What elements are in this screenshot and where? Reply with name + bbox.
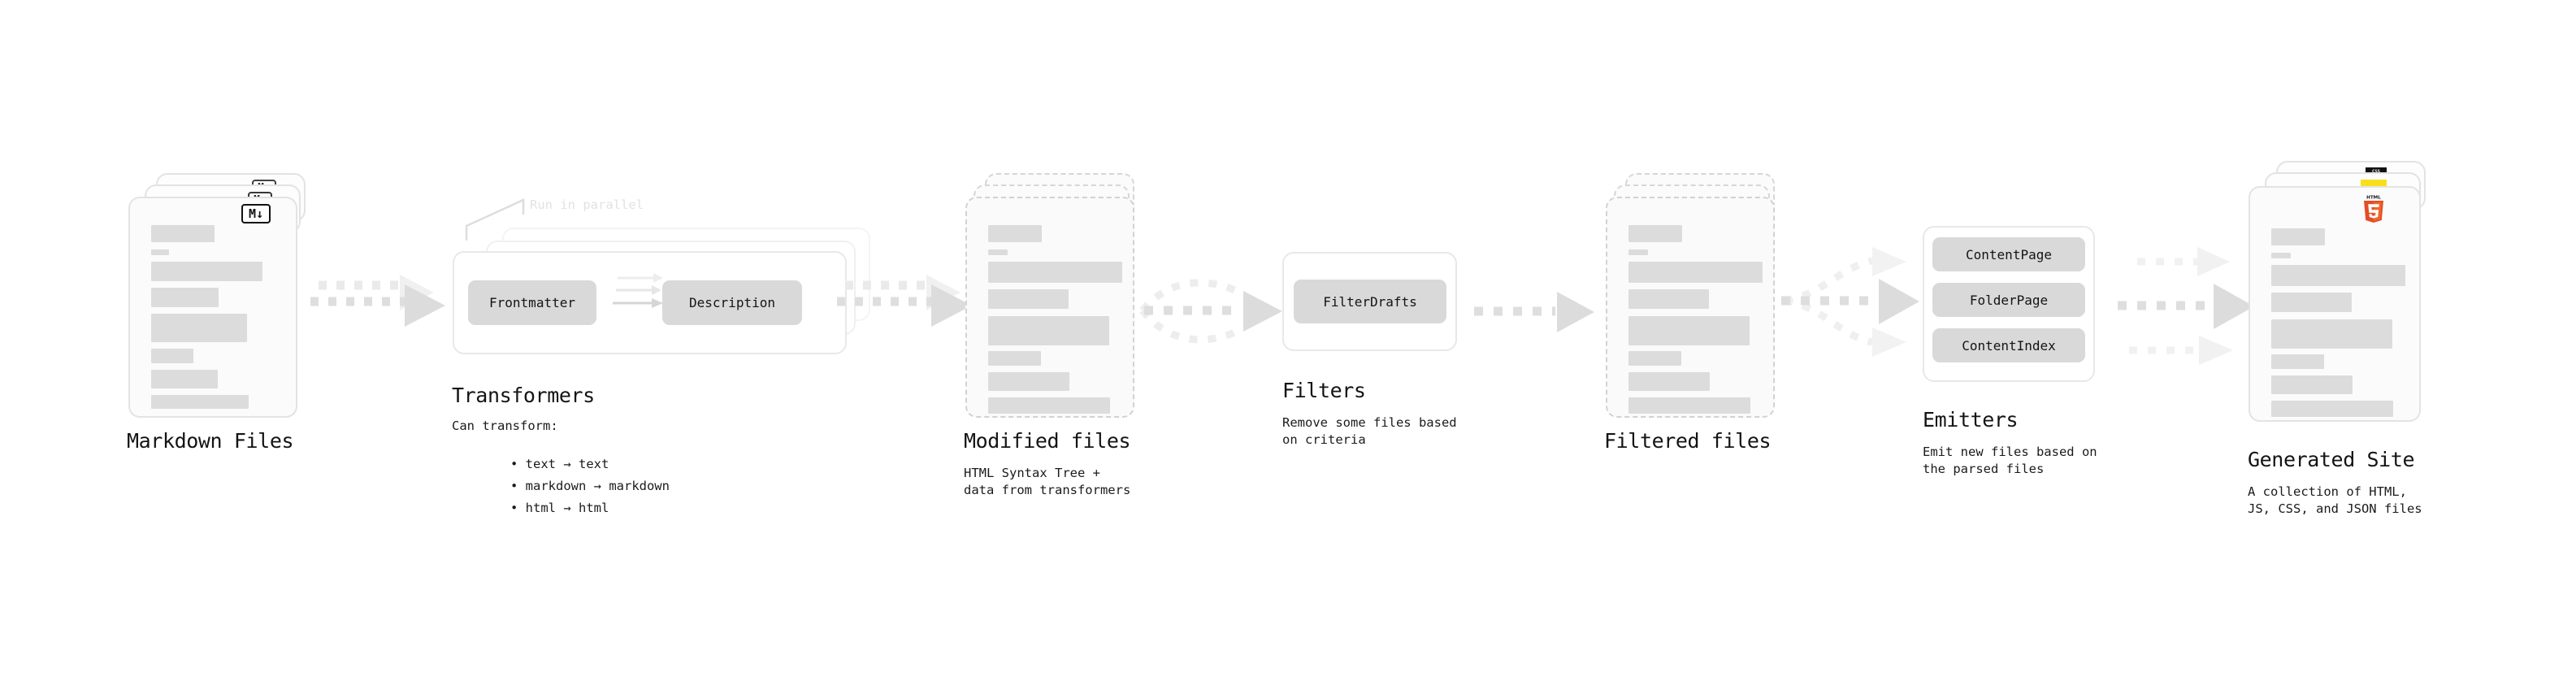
generated-site-subtitle: A collection of HTML, JS, CSS, and JSON … xyxy=(2248,484,2422,516)
bullet-dot: • xyxy=(510,501,526,515)
doc-line xyxy=(151,395,249,409)
doc-line xyxy=(988,225,1042,242)
doc-line xyxy=(988,316,1109,345)
generated-site-card xyxy=(2249,186,2421,422)
doc-line xyxy=(2271,354,2324,369)
markdown-badge-letter: M xyxy=(248,206,256,221)
run-in-parallel-label: Run in parallel xyxy=(530,197,644,212)
transformer-chip-description[interactable]: Description xyxy=(662,280,802,325)
doc-line xyxy=(1628,225,1682,242)
arrow-markdown-to-transformers xyxy=(310,275,457,332)
markdown-files-title: Markdown Files xyxy=(127,429,294,453)
doc-line xyxy=(2271,228,2325,245)
transformers-bullet-1: • text → text xyxy=(465,439,609,490)
bullet-text: html → html xyxy=(525,501,609,515)
doc-line xyxy=(1628,262,1763,283)
transformers-title: Transformers xyxy=(452,384,595,407)
doc-line xyxy=(151,249,169,255)
html5-badge: HTML xyxy=(2361,193,2386,223)
doc-line xyxy=(1628,289,1709,309)
filtered-files-title: Filtered files xyxy=(1604,429,1772,453)
arrow-modified-to-filters xyxy=(1138,268,1300,358)
doc-line xyxy=(988,262,1122,283)
transformer-chip-frontmatter[interactable]: Frontmatter xyxy=(468,280,596,325)
filters-title: Filters xyxy=(1282,379,1366,402)
bullet-text: text → text xyxy=(525,457,609,471)
transformers-bullet-3: • html → html xyxy=(465,483,609,534)
doc-line xyxy=(1628,351,1681,366)
svg-text:HTML: HTML xyxy=(2366,196,2381,201)
doc-line xyxy=(151,314,247,342)
doc-line xyxy=(1628,372,1710,391)
markdown-badge: M↓ xyxy=(241,204,271,223)
emitters-subtitle: Emit new files based on the parsed files xyxy=(1923,445,2097,476)
doc-line xyxy=(2271,293,2352,312)
doc-line xyxy=(151,370,218,388)
transformers-subtitle: Can transform: xyxy=(452,419,558,433)
doc-line xyxy=(2271,265,2405,286)
emitters-title: Emitters xyxy=(1923,408,2019,432)
doc-line xyxy=(988,372,1069,391)
bullet-dot: • xyxy=(510,457,526,471)
modified-file-card xyxy=(965,197,1134,418)
doc-line xyxy=(988,249,1008,255)
markdown-file-card xyxy=(128,197,297,418)
transformers-bullet-2: • markdown → markdown xyxy=(465,461,670,512)
doc-line xyxy=(2271,253,2291,258)
doc-line xyxy=(151,349,193,363)
emitter-chip-contentpage[interactable]: ContentPage xyxy=(1932,237,2085,271)
doc-line xyxy=(1628,249,1648,255)
generated-site-title: Generated Site xyxy=(2248,448,2415,471)
doc-line xyxy=(988,397,1110,414)
modified-files-title: Modified files xyxy=(964,429,1131,453)
doc-line xyxy=(988,351,1041,366)
svg-text:CSS: CSS xyxy=(2372,170,2380,175)
emitter-chip-contentindex[interactable]: ContentIndex xyxy=(1932,328,2085,362)
doc-line xyxy=(1628,316,1750,345)
doc-line xyxy=(1628,397,1750,414)
doc-line xyxy=(988,289,1069,309)
doc-line xyxy=(2271,319,2392,349)
bullet-dot: • xyxy=(510,479,526,493)
transformer-inner-arrows xyxy=(613,272,705,329)
doc-line xyxy=(151,225,215,242)
filters-subtitle: Remove some files based on criteria xyxy=(1282,415,1457,447)
bullet-text: markdown → markdown xyxy=(525,479,670,493)
modified-files-subtitle: HTML Syntax Tree + data from transformer… xyxy=(964,466,1131,497)
filtered-file-card xyxy=(1606,197,1775,418)
run-in-parallel-bracket xyxy=(465,193,554,242)
filter-chip-filterdrafts[interactable]: FilterDrafts xyxy=(1294,280,1446,323)
doc-line xyxy=(2271,375,2353,394)
markdown-badge-arrow: ↓ xyxy=(256,206,264,221)
doc-line xyxy=(2271,401,2393,417)
doc-line xyxy=(151,288,219,307)
arrow-filters-to-filtered xyxy=(1471,291,1609,340)
emitter-chip-folderpage[interactable]: FolderPage xyxy=(1932,283,2085,317)
arrow-emitters-to-site xyxy=(2111,234,2274,380)
doc-line xyxy=(151,262,262,281)
arrow-transformers-to-modified xyxy=(837,275,983,332)
arrow-filtered-to-emitters xyxy=(1776,234,1939,368)
